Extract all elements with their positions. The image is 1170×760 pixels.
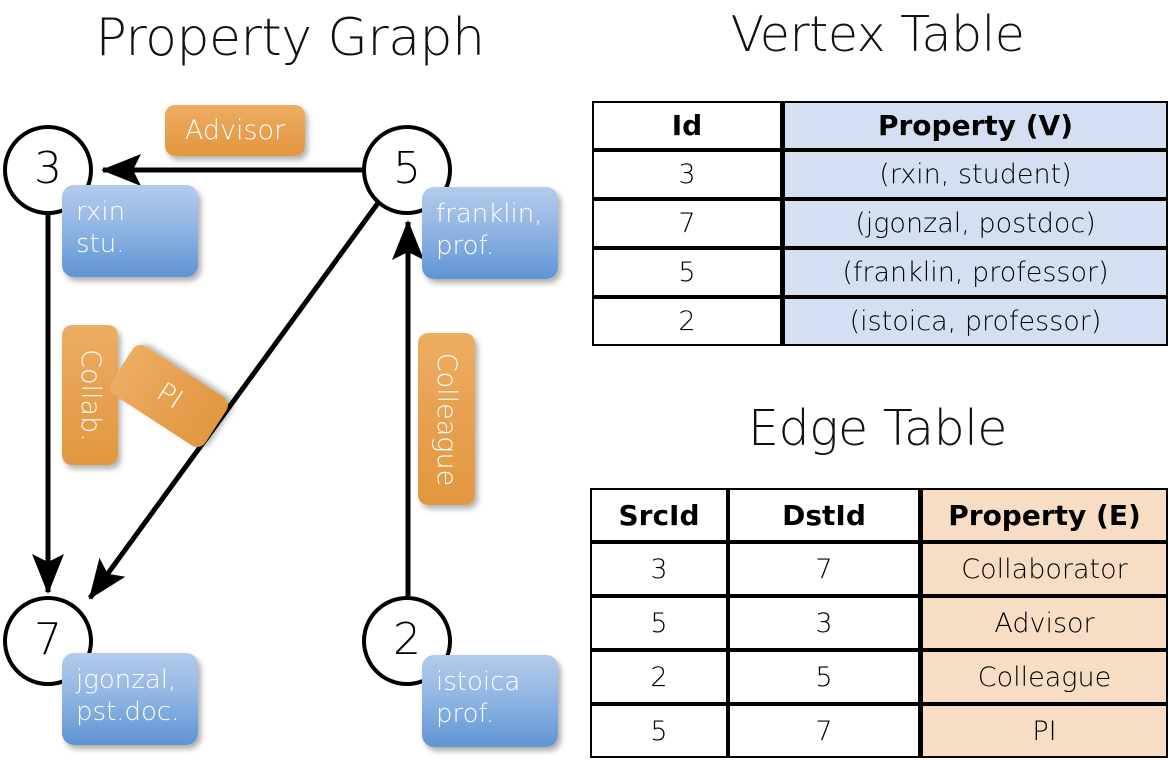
page-title-vertex-table: Vertex Table	[730, 6, 1025, 63]
vertex-property-box-franklin: franklin, prof.	[422, 187, 558, 279]
graph-node-3-label: 3	[34, 143, 62, 194]
edge-label-advisor: Advisor	[184, 115, 286, 146]
vertex-row-0-id: 3	[592, 150, 782, 199]
vertex-property-rxin-name: rxin	[76, 197, 126, 227]
graph-node-7-label: 7	[34, 614, 62, 665]
edge-row-2-property: Colleague	[920, 650, 1168, 704]
graph-node-2[interactable]: 2	[362, 596, 452, 686]
edge-label-box-colleague: Colleague	[418, 333, 475, 505]
vertex-table-header-id: Id	[592, 101, 782, 150]
vertex-row-3-property: (istoica, professor)	[782, 297, 1168, 346]
vertex-property-istoica-name: istoica	[436, 667, 521, 697]
edge-row-2-dst: 5	[728, 650, 920, 704]
table-row[interactable]: 7 (jgonzal, postdoc)	[592, 199, 1168, 248]
edge-label-pi: PI	[150, 376, 188, 416]
edge-row-3-dst: 7	[728, 704, 920, 758]
edge-row-3-property: PI	[920, 704, 1168, 758]
graph-node-5[interactable]: 5	[362, 125, 452, 215]
edge-label-colleague: Colleague	[431, 352, 462, 486]
edge-table-header-property: Property (E)	[920, 488, 1168, 542]
vertex-property-jgonzal-role: pst.doc.	[76, 696, 180, 727]
edge-label-box-advisor: Advisor	[165, 105, 305, 156]
vertex-property-istoica-role: prof.	[436, 698, 495, 729]
vertex-table-header-row: Id Property (V)	[592, 101, 1168, 150]
table-row[interactable]: 2 5 Colleague	[590, 650, 1168, 704]
vertex-property-jgonzal-name: jgonzal,	[76, 665, 177, 695]
edge-label-box-collab: Collab.	[62, 325, 118, 465]
edge-arrow-pi	[87, 201, 381, 600]
vertex-property-franklin-name: franklin,	[436, 199, 543, 229]
property-graph-diagram: 3 5 7 2 rxin stu. franklin, prof. jgonza…	[0, 0, 580, 760]
graph-node-2-label: 2	[393, 614, 421, 665]
vertex-row-3-id: 2	[592, 297, 782, 346]
edge-row-2-src: 2	[590, 650, 728, 704]
graph-node-5-label: 5	[393, 143, 421, 194]
table-row[interactable]: 3 (rxin, student)	[592, 150, 1168, 199]
edge-row-1-dst: 3	[728, 596, 920, 650]
vertex-row-1-id: 7	[592, 199, 782, 248]
vertex-row-2-property: (franklin, professor)	[782, 248, 1168, 297]
table-row[interactable]: 2 (istoica, professor)	[592, 297, 1168, 346]
vertex-row-0-property: (rxin, student)	[782, 150, 1168, 199]
edge-table-header-dstid: DstId	[728, 488, 920, 542]
vertex-table: Id Property (V) 3 (rxin, student) 7 (jgo…	[592, 101, 1168, 346]
graph-edge-arrows	[32, 154, 424, 600]
edge-row-0-property: Collaborator	[920, 542, 1168, 596]
edge-row-0-dst: 7	[728, 542, 920, 596]
edge-table-header-row: SrcId DstId Property (E)	[590, 488, 1168, 542]
edge-label-collab: Collab.	[74, 348, 106, 442]
vertex-row-2-id: 5	[592, 248, 782, 297]
edge-row-1-property: Advisor	[920, 596, 1168, 650]
vertex-property-box-rxin: rxin stu.	[62, 185, 198, 277]
vertex-table-header-property: Property (V)	[782, 101, 1168, 150]
table-row[interactable]: 5 7 PI	[590, 704, 1168, 758]
vertex-property-box-istoica: istoica prof.	[422, 655, 558, 747]
table-row[interactable]: 5 3 Advisor	[590, 596, 1168, 650]
page-title-edge-table: Edge Table	[748, 400, 1007, 457]
edge-row-3-src: 5	[590, 704, 728, 758]
vertex-property-franklin-role: prof.	[436, 230, 495, 261]
table-row[interactable]: 3 7 Collaborator	[590, 542, 1168, 596]
vertex-row-1-property: (jgonzal, postdoc)	[782, 199, 1168, 248]
edge-table-header-srcid: SrcId	[590, 488, 728, 542]
table-row[interactable]: 5 (franklin, professor)	[592, 248, 1168, 297]
edge-row-1-src: 5	[590, 596, 728, 650]
vertex-property-rxin-role: stu.	[76, 228, 125, 259]
vertex-property-box-jgonzal: jgonzal, pst.doc.	[62, 653, 198, 745]
edge-table: SrcId DstId Property (E) 3 7 Collaborato…	[590, 488, 1168, 758]
page-title-property-graph: Property Graph	[95, 8, 485, 68]
edge-row-0-src: 3	[590, 542, 728, 596]
